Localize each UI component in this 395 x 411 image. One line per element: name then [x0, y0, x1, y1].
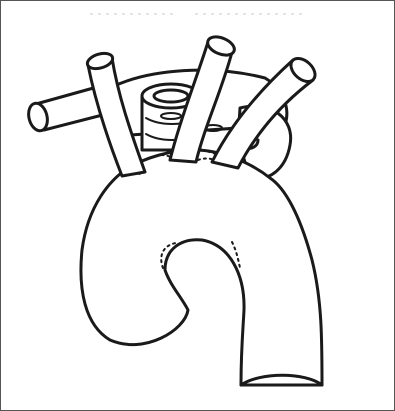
- aortic-arch: [81, 150, 322, 385]
